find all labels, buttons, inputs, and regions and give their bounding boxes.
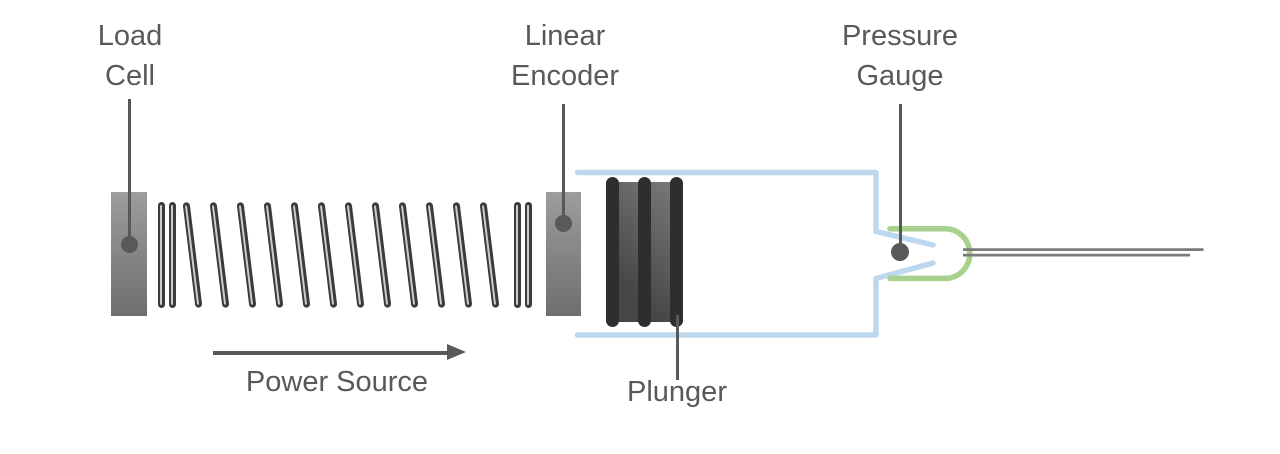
load-cell-label-line2: Cell bbox=[105, 60, 155, 92]
power-source-arrow-head bbox=[447, 344, 466, 361]
plunger-label: Plunger bbox=[627, 376, 727, 408]
power-source-arrow-shaft bbox=[213, 350, 447, 355]
pressure-gauge-leader-line bbox=[898, 104, 902, 254]
plunger-seal bbox=[638, 177, 651, 327]
linear-encoder-label-line2: Encoder bbox=[510, 60, 619, 92]
linear-encoder-leader-line bbox=[561, 104, 565, 226]
linear-encoder-label-line1: Linear bbox=[524, 20, 606, 52]
spring-coil bbox=[513, 202, 521, 308]
linear-encoder-leader-dot bbox=[555, 215, 572, 232]
load-cell-label: Load Cell bbox=[60, 16, 200, 96]
load-cell-leader-dot bbox=[120, 236, 138, 253]
load-cell-label-line1: Load bbox=[97, 20, 163, 52]
linear-encoder-label: Linear Encoder bbox=[495, 16, 635, 96]
plunger-leader-line bbox=[675, 315, 679, 380]
plunger-seal bbox=[606, 177, 619, 327]
spring-coil bbox=[169, 202, 176, 308]
pressure-gauge-leader-dot bbox=[891, 243, 909, 261]
pressure-gauge-label: Pressure Gauge bbox=[830, 16, 970, 96]
pressure-gauge-label-line1: Pressure bbox=[841, 20, 959, 52]
power-source-label: Power Source bbox=[245, 366, 429, 398]
spring-coil bbox=[525, 202, 532, 308]
barrel-bottom-outline bbox=[574, 260, 936, 338]
nozzle-outline bbox=[887, 226, 973, 282]
load-cell-leader-line bbox=[128, 99, 131, 245]
plunger-seal bbox=[670, 177, 683, 327]
barrel-top-outline bbox=[574, 169, 936, 248]
pressure-gauge-label-line2: Gauge bbox=[856, 60, 944, 92]
spring-coil bbox=[158, 202, 165, 308]
